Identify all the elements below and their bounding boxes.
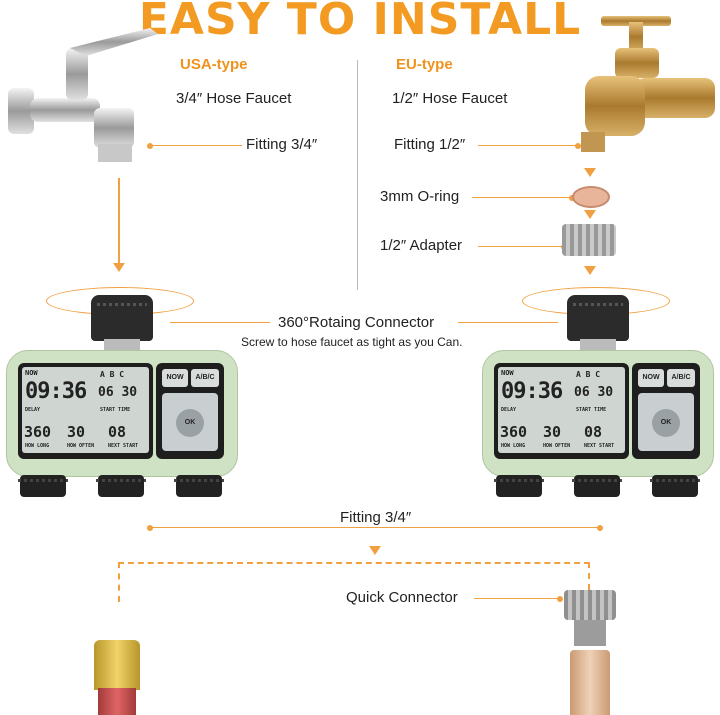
now-button[interactable]: NOW <box>638 369 664 387</box>
eu-arrow-1 <box>584 168 596 177</box>
ok-button[interactable]: OK <box>176 409 204 437</box>
outlet-a <box>494 475 544 497</box>
eu-fitting-leader <box>478 142 581 149</box>
quick-connector-label: Quick Connector <box>346 589 458 606</box>
oring-image <box>572 186 610 208</box>
usa-type-label: USA-type <box>180 56 248 73</box>
connector-leader-right <box>458 322 558 323</box>
brass-nozzle-image <box>570 650 610 715</box>
eu-adapter-leader <box>478 243 567 250</box>
hose-coupling-image <box>94 640 140 690</box>
eu-arrow-3 <box>584 266 596 275</box>
outlet-b <box>572 475 622 497</box>
usa-arrow-head <box>113 263 125 272</box>
bottom-arrow <box>369 546 381 555</box>
connector-leader-left <box>170 322 270 323</box>
connector-knob <box>91 295 153 341</box>
connector-subtitle: Screw to hose faucet as tight as you Can… <box>241 335 463 349</box>
connector-title: 360°Rotaing Connector <box>278 314 435 331</box>
eu-adapter-label: 1/2″ Adapter <box>380 237 463 254</box>
bottom-fitting-leader <box>147 524 603 531</box>
outlet-a <box>18 475 68 497</box>
water-timer-left: NOW A B C 09:36 06 30 DELAY START TIME 3… <box>6 295 238 497</box>
page-title: EASY TO INSTALL <box>138 0 582 45</box>
usa-fitting-leader <box>147 142 242 149</box>
eu-oring-leader <box>472 194 575 201</box>
brass-faucet-image <box>581 16 715 152</box>
usa-faucet-label: 3/4″ Hose Faucet <box>176 90 292 107</box>
outlet-c <box>650 475 700 497</box>
eu-arrow-2 <box>584 210 596 219</box>
lcd-display: NOW A B C 09:36 06 30 DELAY START TIME 3… <box>498 367 625 453</box>
eu-type-label: EU-type <box>396 56 453 73</box>
outlet-b <box>96 475 146 497</box>
red-hose-image <box>98 688 136 715</box>
eu-faucet-label: 1/2″ Hose Faucet <box>392 90 508 107</box>
eu-fitting-label: Fitting 1/2″ <box>394 136 466 153</box>
quick-connector-image <box>564 590 616 620</box>
adapter-image <box>562 224 616 256</box>
chrome-faucet-image <box>8 28 158 162</box>
quick-connector-leader <box>474 595 563 602</box>
now-button[interactable]: NOW <box>162 369 188 387</box>
eu-oring-label: 3mm O-ring <box>380 188 460 205</box>
bottom-fitting-label: Fitting 3/4″ <box>336 509 416 526</box>
lcd-display: NOW A B C 09:36 06 30 DELAY START TIME 3… <box>22 367 149 453</box>
outlet-c <box>174 475 224 497</box>
abc-button[interactable]: A/B/C <box>667 369 695 387</box>
abc-button[interactable]: A/B/C <box>191 369 219 387</box>
usa-arrow-line <box>118 178 120 263</box>
ok-button[interactable]: OK <box>652 409 680 437</box>
usa-fitting-label: Fitting 3/4″ <box>246 136 318 153</box>
dashed-bracket <box>118 562 590 564</box>
connector-knob <box>567 295 629 341</box>
water-timer-right: NOW A B C 09:36 06 30 DELAY START TIME 3… <box>482 295 714 497</box>
center-divider <box>357 60 358 290</box>
